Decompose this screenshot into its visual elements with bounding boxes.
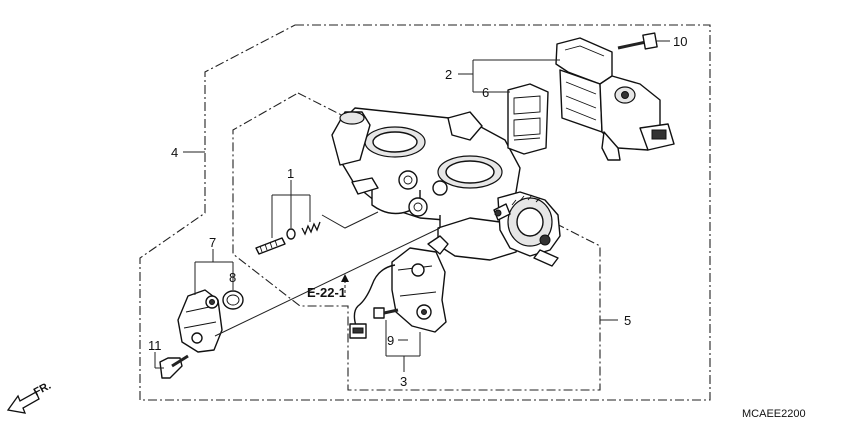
reference-arrow: E-22-1 bbox=[307, 274, 349, 300]
idle-air-control-valve bbox=[555, 37, 675, 161]
assembly-boundary-5 bbox=[232, 92, 601, 391]
reference-label: E-22-1 bbox=[307, 285, 346, 300]
callout-1: 1 bbox=[287, 166, 294, 181]
bolt-9 bbox=[373, 307, 399, 319]
callout-11: 11 bbox=[148, 338, 162, 353]
throttle-body bbox=[331, 107, 561, 267]
sensor-wire-harness bbox=[349, 264, 396, 339]
screw-spring-set bbox=[255, 211, 379, 255]
diagram-code: MCAEE2200 bbox=[742, 408, 806, 420]
callout-2: 2 bbox=[445, 67, 452, 82]
map-sensor bbox=[177, 289, 223, 353]
callout-6: 6 bbox=[482, 85, 489, 100]
assembly-boundary-4 bbox=[139, 24, 711, 401]
callout-9: 9 bbox=[387, 333, 394, 348]
throttle-position-sensor bbox=[391, 235, 449, 333]
direction-label: FR. bbox=[32, 380, 53, 399]
gasket bbox=[507, 83, 549, 155]
callout-8: 8 bbox=[229, 270, 236, 285]
callout-5: 5 bbox=[624, 313, 631, 328]
callout-4: 4 bbox=[171, 145, 178, 160]
callout-10: 10 bbox=[673, 34, 687, 49]
screw-10 bbox=[617, 32, 658, 50]
callout-7: 7 bbox=[209, 235, 216, 250]
front-direction-arrow: FR. bbox=[6, 380, 53, 414]
callout-3: 3 bbox=[400, 374, 407, 389]
o-ring bbox=[222, 290, 244, 310]
bolt-11 bbox=[159, 354, 189, 379]
